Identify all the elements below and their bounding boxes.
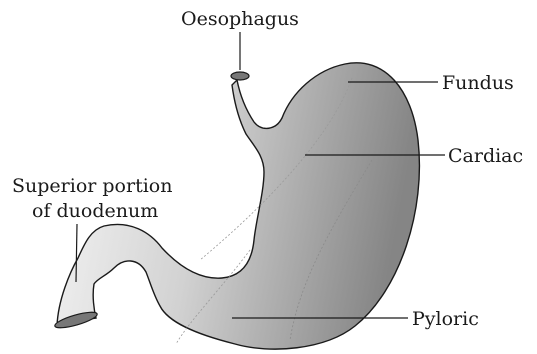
label-cardiac: Cardiac bbox=[448, 145, 523, 167]
label-oesophagus: Oesophagus bbox=[181, 8, 299, 30]
oesophagus-opening bbox=[231, 72, 249, 80]
label-of-duodenum: of duodenum bbox=[32, 200, 158, 222]
label-pyloric: Pyloric bbox=[412, 308, 479, 330]
label-fundus: Fundus bbox=[442, 72, 514, 94]
label-superior-portion: Superior portion bbox=[12, 175, 172, 197]
